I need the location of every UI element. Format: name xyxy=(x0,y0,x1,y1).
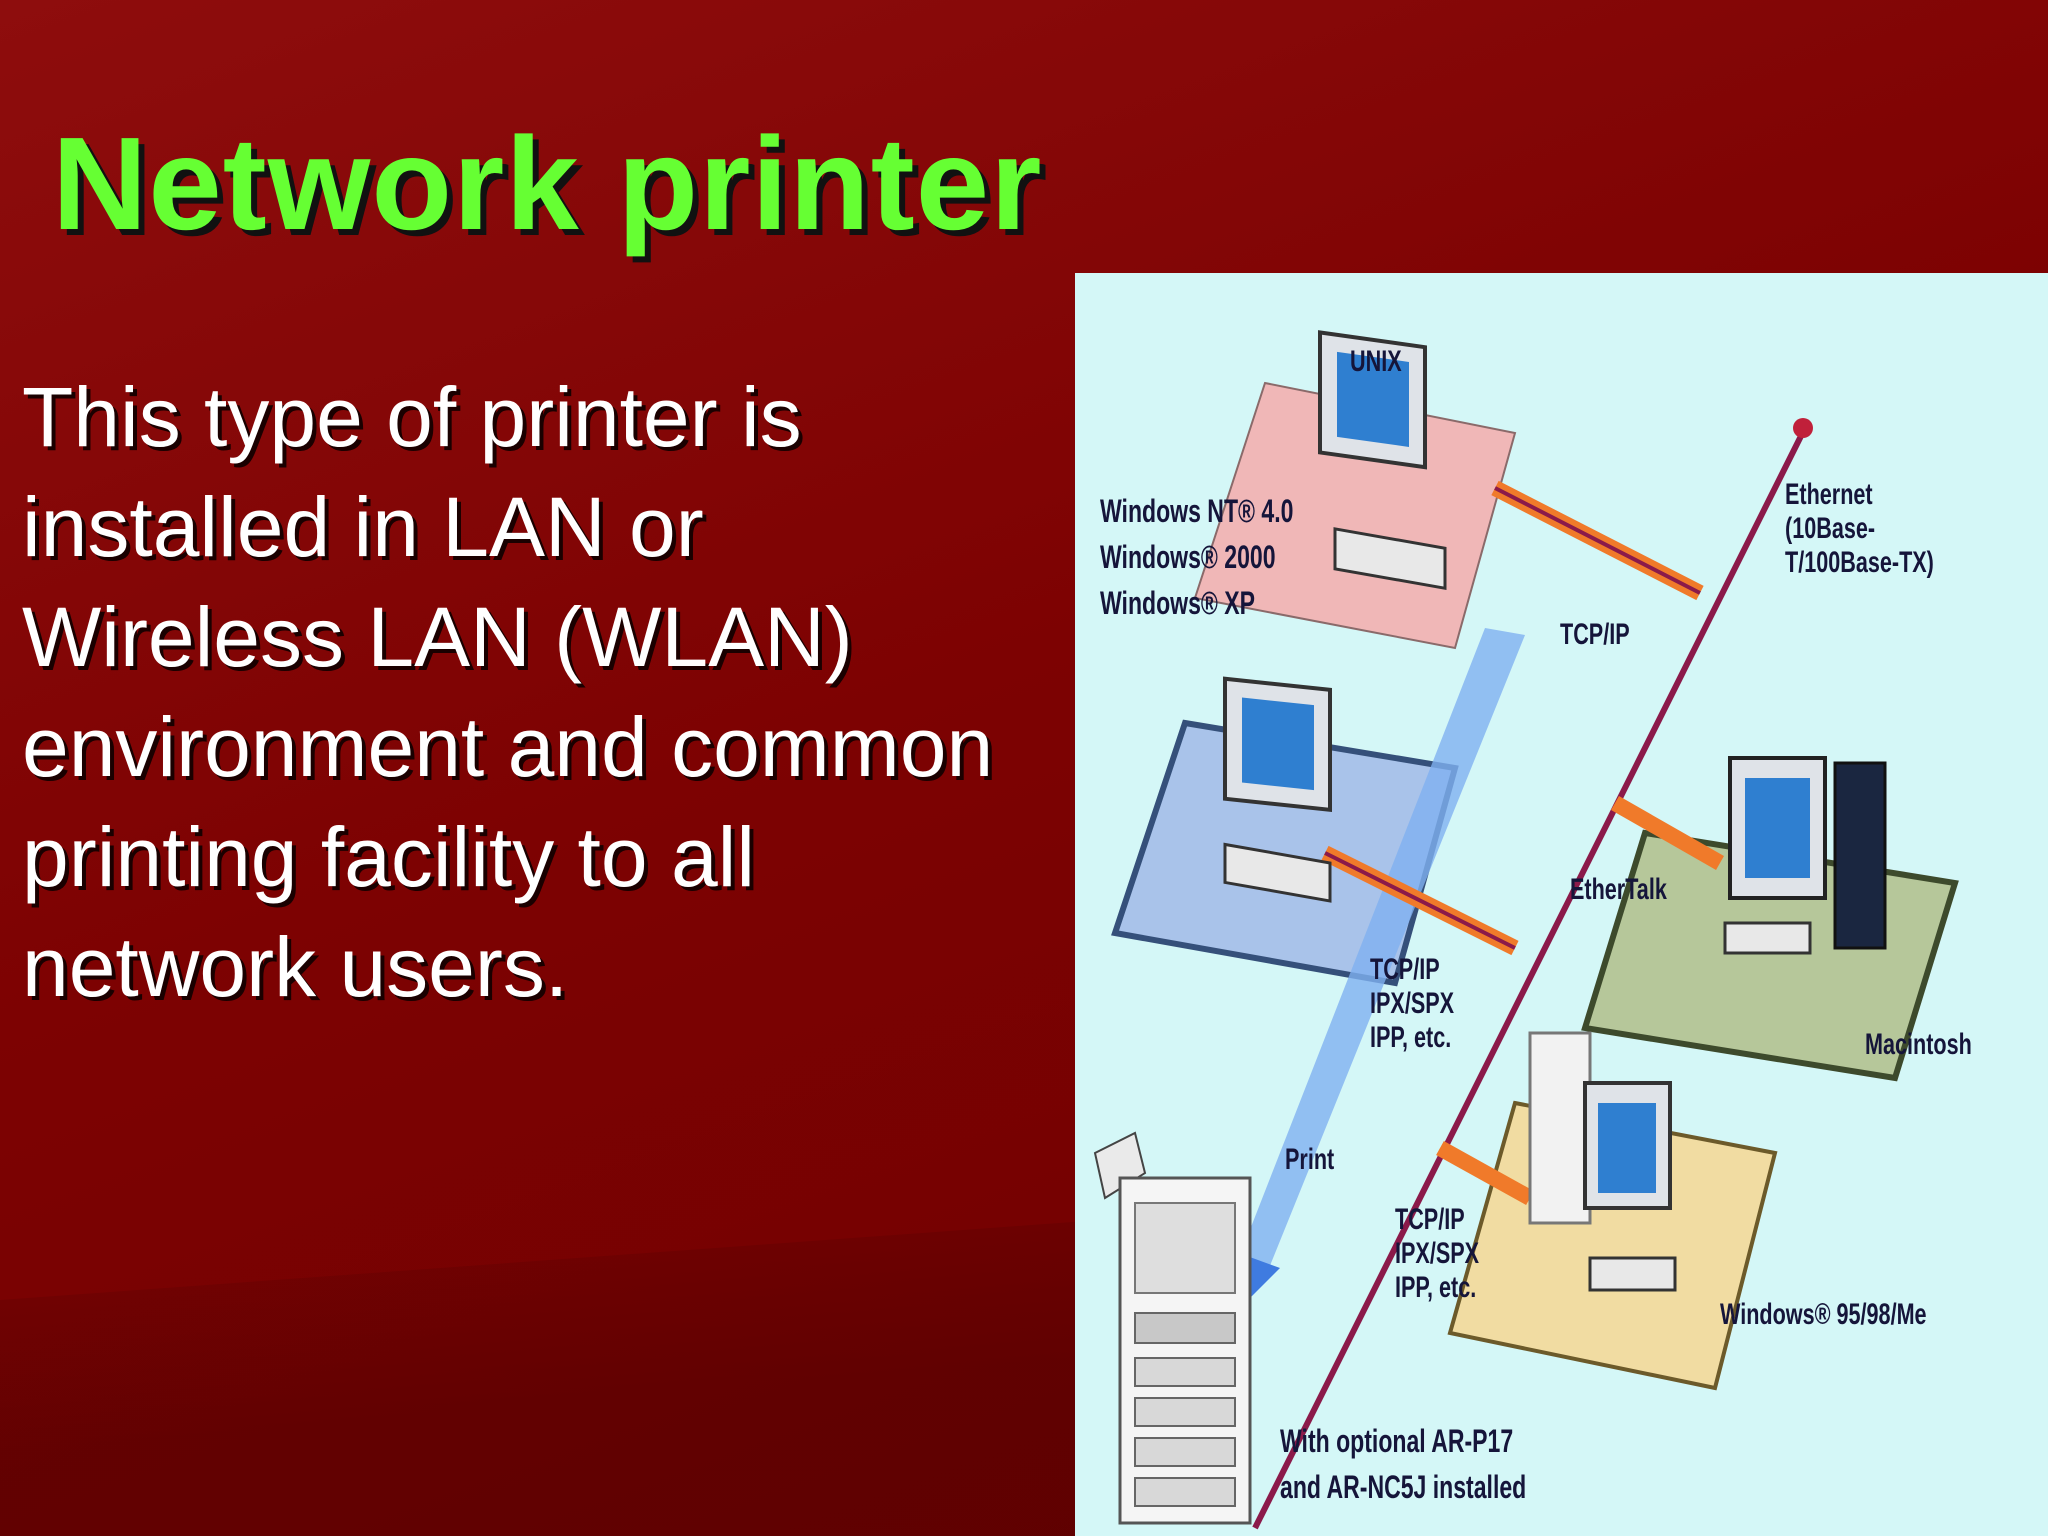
ethertalk-label: EtherTalk xyxy=(1570,873,1667,906)
win9x-label: Windows® 95/98/Me xyxy=(1720,1298,1927,1331)
windows-os-label: Windows NT® 4.0 Windows® 2000 Windows® X… xyxy=(1100,493,1294,621)
ethernet-line xyxy=(1252,426,1808,1530)
protocols-label-upper: TCP/IP IPX/SPX IPP, etc. xyxy=(1370,953,1455,1054)
ethernet-label: Ethernet (10Base-T/100Base-TX) xyxy=(1785,478,1934,579)
windows-link-core xyxy=(1324,851,1516,950)
slide-title: Network printer xyxy=(52,110,1043,257)
printer-icon xyxy=(1093,1131,1252,1525)
protocols-label-lower: TCP/IP IPX/SPX IPP, etc. xyxy=(1395,1203,1480,1304)
mac-keyboard xyxy=(1723,921,1812,955)
windows-platform xyxy=(1111,719,1459,987)
windows-screen xyxy=(1242,697,1314,791)
background-shade xyxy=(0,1220,1100,1536)
print-arrow-band xyxy=(1235,628,1525,1278)
network-diagram: UNIX Windows NT® 4.0 Windows® 2000 Windo… xyxy=(1075,273,2048,1536)
ethernet-terminator xyxy=(1793,418,1813,438)
win9x-keyboard xyxy=(1588,1256,1677,1292)
print-label: Print xyxy=(1285,1143,1335,1176)
win9x-link-arrow xyxy=(1436,1141,1534,1205)
unix-screen xyxy=(1337,351,1409,447)
unix-link-core xyxy=(1494,486,1701,595)
mac-tower xyxy=(1833,761,1887,950)
mac-link-arrow xyxy=(1611,796,1724,870)
slide-body-text: This type of printer is installed in LAN… xyxy=(22,370,994,1014)
win9x-screen xyxy=(1598,1103,1656,1193)
unix-keyboard xyxy=(1333,527,1447,591)
network-diagram-graphic xyxy=(1093,330,1959,1530)
macintosh-label: Macintosh xyxy=(1865,1028,1972,1061)
windows-keyboard xyxy=(1223,842,1332,903)
printer-option-label: With optional AR-P17 and AR-NC5J install… xyxy=(1280,1423,1527,1505)
win9x-tower xyxy=(1528,1031,1592,1225)
mac-screen xyxy=(1745,778,1810,878)
tcpip-label: TCP/IP xyxy=(1560,618,1630,651)
unix-label: UNIX xyxy=(1350,345,1402,378)
